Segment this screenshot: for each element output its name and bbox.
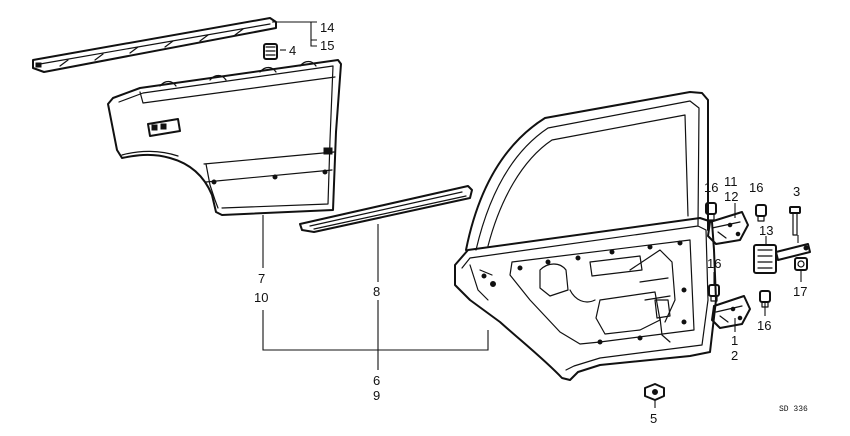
door-checker-part-13 xyxy=(753,243,811,274)
callout-14: 14 xyxy=(320,20,334,35)
diagram-code: SD 336 xyxy=(779,405,808,414)
callout-8: 8 xyxy=(373,284,380,299)
callout-16-upper-right: 16 xyxy=(749,180,763,195)
callout-4: 4 xyxy=(289,43,296,58)
upper-hinge-part xyxy=(707,211,749,245)
callout-12: 12 xyxy=(724,189,738,204)
leader-lines xyxy=(262,21,802,408)
lower-hinge-part xyxy=(711,295,751,329)
pin-part-3 xyxy=(789,206,801,236)
clip-part-4 xyxy=(263,43,278,60)
callout-5: 5 xyxy=(650,411,657,426)
callout-15: 15 xyxy=(320,38,334,53)
rear-door-shell-part xyxy=(454,91,717,381)
nut-part-17 xyxy=(794,257,808,271)
callout-16-lower-left: 16 xyxy=(707,256,721,271)
callout-3: 3 xyxy=(793,184,800,199)
callout-16-lower-right: 16 xyxy=(757,318,771,333)
callout-11: 11 xyxy=(724,174,738,189)
callout-1: 1 xyxy=(731,333,738,348)
callout-13: 13 xyxy=(759,223,773,238)
callout-9: 9 xyxy=(373,388,380,403)
callout-6: 6 xyxy=(373,373,380,388)
callout-2: 2 xyxy=(731,348,738,363)
callout-17: 17 xyxy=(793,284,807,299)
bolt-16-upper-right xyxy=(755,204,767,222)
bolt-16-lower-left xyxy=(708,284,720,302)
bolt-16-upper-left xyxy=(705,202,717,221)
callout-16-upper-left: 16 xyxy=(704,180,718,195)
door-trim-panel-part xyxy=(107,59,342,216)
lower-molding-part xyxy=(299,185,473,233)
callout-7: 7 xyxy=(258,271,265,286)
upper-molding-part xyxy=(32,17,277,73)
callout-10: 10 xyxy=(254,290,268,305)
grommet-part-5 xyxy=(644,383,665,401)
callout-labels: 14 4 15 7 10 8 6 9 5 11 12 16 16 3 13 16… xyxy=(254,20,808,426)
